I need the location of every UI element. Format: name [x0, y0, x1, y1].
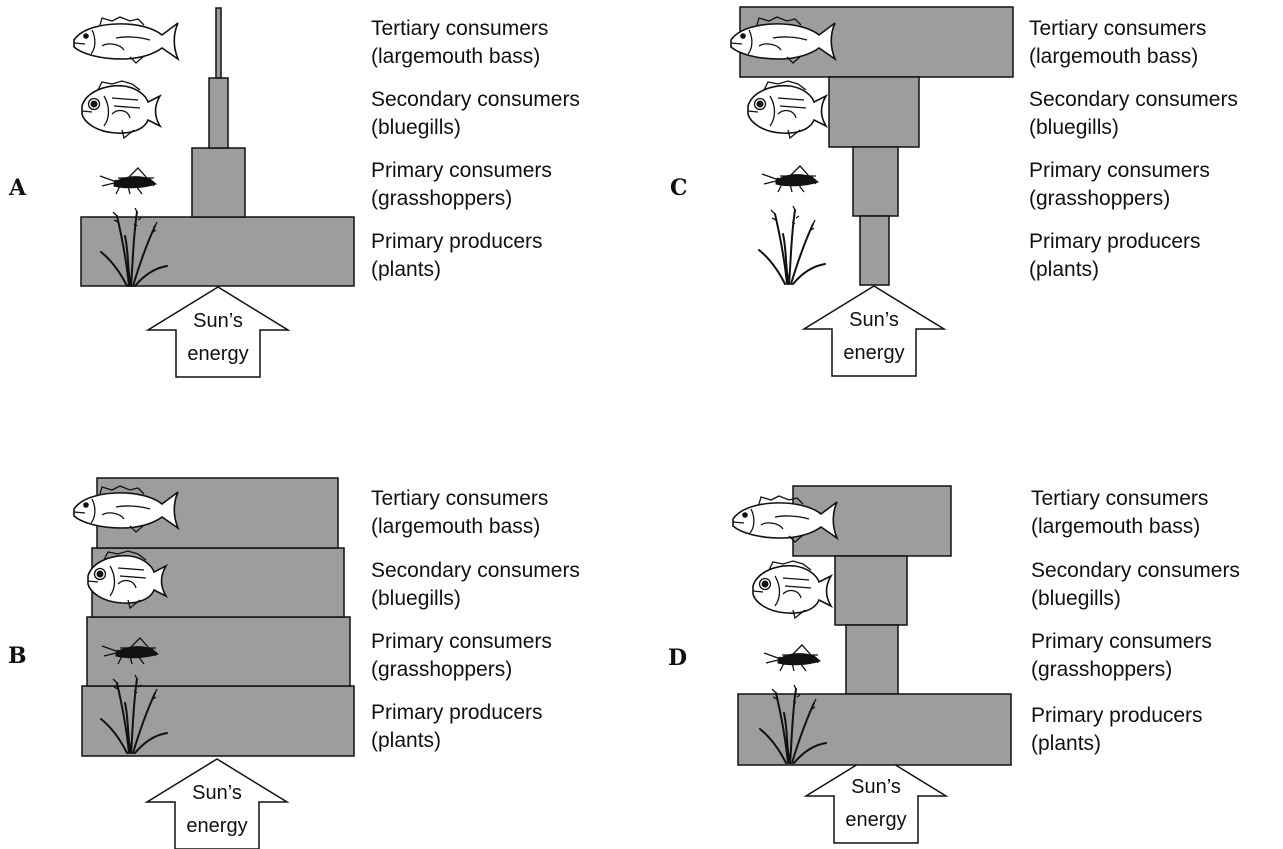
bar-c-primary [852, 146, 899, 217]
sun-text-c-line2: energy [843, 342, 904, 364]
bar-c-producers [859, 215, 890, 286]
sun-text-a-line1: Sun’s [193, 310, 243, 332]
bar-d-secondary [834, 555, 908, 626]
bluegill-icon [81, 80, 161, 139]
level-label-line2: (grasshoppers) [1031, 658, 1172, 681]
sun-text-b-line1: Sun’s [192, 782, 242, 804]
level-label-line1: Secondary consumers [371, 88, 580, 111]
level-label-line2: (grasshoppers) [371, 658, 512, 681]
sun-text-d-line2: energy [845, 809, 906, 831]
bar-d-primary [845, 624, 899, 695]
level-label-line1: Tertiary consumers [1031, 487, 1208, 510]
grasshopper-icon [99, 167, 157, 195]
panel-letter-b: B [8, 643, 27, 669]
level-label-line2: (largemouth bass) [1029, 45, 1198, 68]
level-label-line1: Secondary consumers [371, 559, 580, 582]
level-label-line1: Secondary consumers [1029, 88, 1238, 111]
sun-text-d-line1: Sun’s [851, 776, 901, 798]
level-label-line1: Tertiary consumers [371, 17, 548, 40]
level-label-line2: (grasshoppers) [1029, 187, 1170, 210]
level-label-line1: Tertiary consumers [371, 487, 548, 510]
level-label-line1: Primary consumers [371, 159, 552, 182]
level-label-line2: (bluegills) [371, 587, 461, 610]
level-label-line2: (bluegills) [1031, 587, 1121, 610]
level-label-line2: (plants) [1031, 732, 1101, 755]
level-label-line2: (plants) [371, 729, 441, 752]
bluegill-icon [752, 560, 832, 619]
sun-arrow-b [144, 758, 290, 849]
sun-text-a-line2: energy [187, 343, 248, 365]
sun-text-b-line2: energy [186, 815, 247, 837]
level-label-line1: Primary consumers [1029, 159, 1210, 182]
panel-letter-d: D [668, 645, 687, 671]
bar-a-tertiary [215, 7, 222, 79]
panel-letter-a: A [8, 175, 27, 201]
grasshopper-icon [763, 644, 821, 672]
level-label-line2: (plants) [371, 258, 441, 281]
bar-a-producers [80, 216, 355, 287]
level-label-line2: (plants) [1029, 258, 1099, 281]
largemouth-bass-icon [73, 16, 179, 64]
bar-a-primary [191, 147, 246, 218]
level-label-line2: (largemouth bass) [1031, 515, 1200, 538]
level-label-line1: Primary producers [371, 230, 543, 253]
level-label-line1: Primary consumers [1031, 630, 1212, 653]
plant-icon [758, 205, 826, 285]
level-label-line1: Primary producers [1029, 230, 1201, 253]
level-label-line2: (bluegills) [371, 116, 461, 139]
level-label-line1: Secondary consumers [1031, 559, 1240, 582]
level-label-line1: Tertiary consumers [1029, 17, 1206, 40]
level-label-line1: Primary consumers [371, 630, 552, 653]
level-label-line1: Primary producers [371, 701, 543, 724]
level-label-line1: Primary producers [1031, 704, 1203, 727]
bluegill-icon [747, 80, 827, 139]
bar-c-secondary [828, 76, 920, 148]
sun-text-c-line1: Sun’s [849, 309, 899, 331]
sun-arrow-c [801, 285, 947, 377]
level-label-line2: (largemouth bass) [371, 515, 540, 538]
level-label-line2: (bluegills) [1029, 116, 1119, 139]
sun-arrow-d [803, 752, 949, 844]
grasshopper-icon [761, 165, 819, 193]
level-label-line2: (largemouth bass) [371, 45, 540, 68]
sun-arrow-a [145, 286, 291, 378]
level-label-line2: (grasshoppers) [371, 187, 512, 210]
bar-a-secondary [208, 77, 229, 149]
panel-letter-c: C [670, 175, 688, 201]
